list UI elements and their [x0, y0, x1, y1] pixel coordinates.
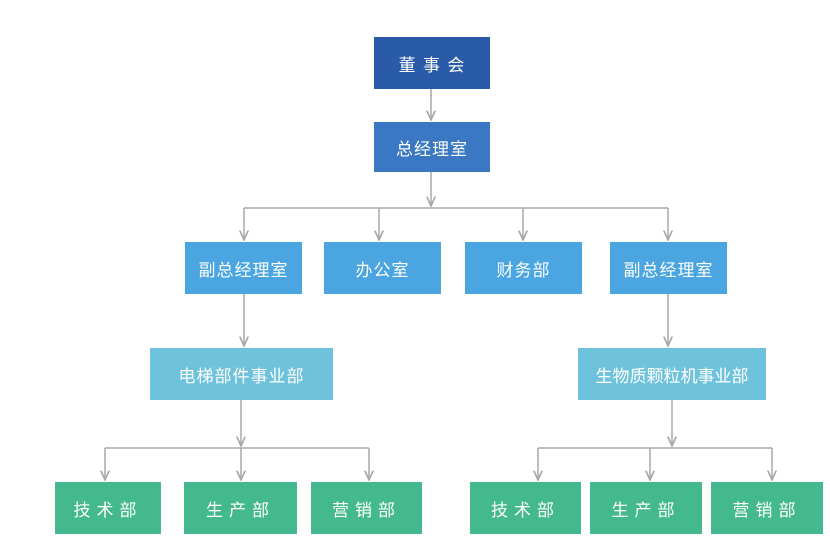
elevator-production-dept-node: 生产部	[184, 482, 297, 534]
elevator-sales-dept-label: 营销部	[332, 500, 401, 521]
board-of-directors-label: 董 事 会	[398, 55, 466, 76]
admin-office-node: 办公室	[324, 242, 441, 294]
biomass-pellet-division-node: 生物质颗粒机事业部	[578, 348, 766, 400]
elevator-tech-dept-node: 技术部	[55, 482, 161, 534]
biomass-sales-dept-node: 营销部	[711, 482, 823, 534]
elevator-tech-dept-label: 技术部	[73, 500, 143, 521]
deputy-gm-office-left-label: 副总经理室	[198, 260, 289, 281]
elevator-sales-dept-node: 营销部	[311, 482, 422, 534]
deputy-gm-office-left-node: 副总经理室	[185, 242, 302, 294]
elevator-parts-division-node: 电梯部件事业部	[150, 348, 333, 400]
board-of-directors-node: 董 事 会	[374, 37, 490, 89]
general-manager-office-node: 总经理室	[374, 122, 490, 172]
admin-office-label: 办公室	[355, 260, 410, 281]
finance-dept-node: 财务部	[465, 242, 582, 294]
biomass-production-dept-label: 生产部	[611, 500, 681, 521]
biomass-pellet-division-label: 生物质颗粒机事业部	[595, 366, 749, 387]
elevator-parts-division-label: 电梯部件事业部	[178, 366, 305, 387]
biomass-production-dept-node: 生产部	[590, 482, 702, 534]
elevator-production-dept-label: 生产部	[206, 500, 275, 521]
biomass-sales-dept-label: 营销部	[732, 500, 802, 521]
finance-dept-label: 财务部	[496, 260, 551, 281]
general-manager-office-label: 总经理室	[396, 139, 468, 160]
deputy-gm-office-right-label: 副总经理室	[623, 260, 714, 281]
biomass-tech-dept-node: 技术部	[470, 482, 581, 534]
deputy-gm-office-right-node: 副总经理室	[610, 242, 727, 294]
biomass-tech-dept-label: 技术部	[491, 500, 560, 521]
